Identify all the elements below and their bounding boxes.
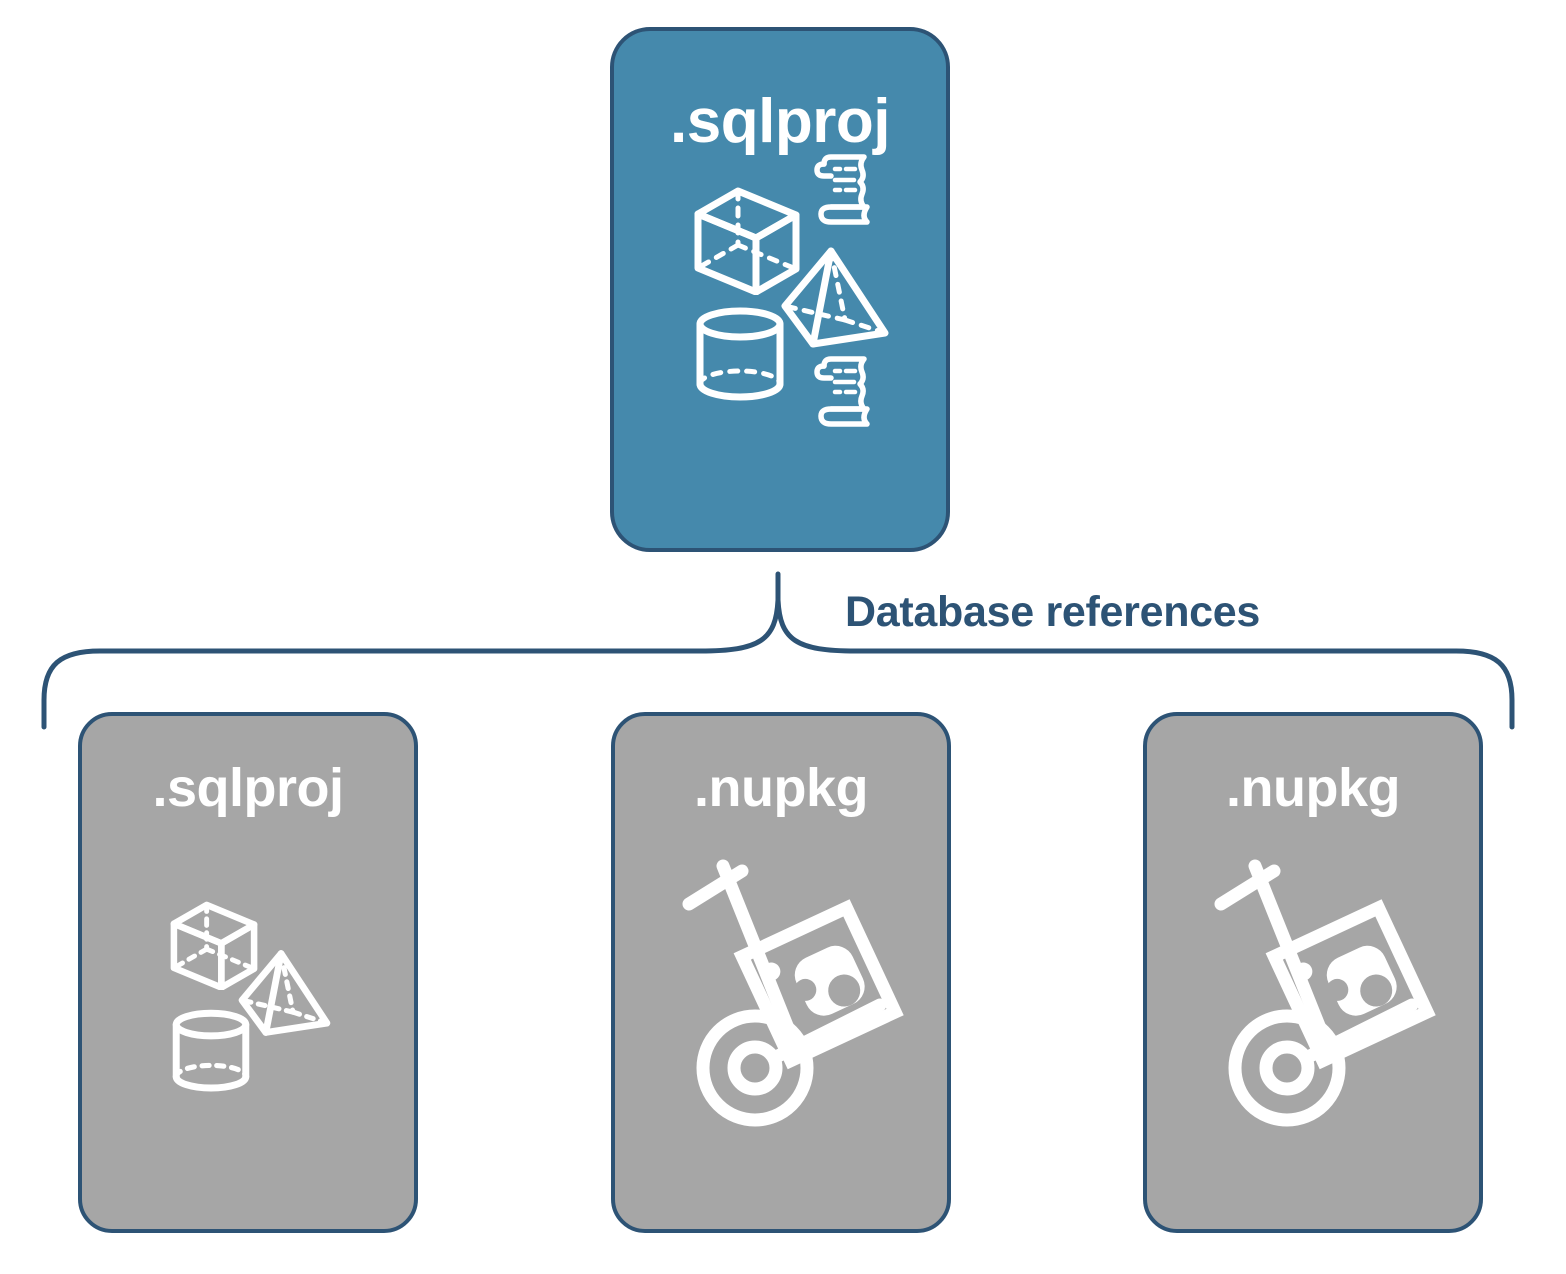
scroll-script-icon (814, 154, 870, 225)
node-reference-nupkg-1[interactable]: .nupkg (611, 712, 951, 1233)
node-reference-nupkg-1-label: .nupkg (694, 758, 868, 818)
node-reference-sqlproj[interactable]: .sqlproj (78, 712, 418, 1233)
node-sqlproj-main-icon-group (614, 153, 946, 548)
cube-wireframe-icon (170, 901, 258, 990)
node-sqlproj-main[interactable]: .sqlproj (610, 27, 950, 552)
cube-wireframe-icon (694, 187, 800, 295)
pyramid-wireframe-icon (781, 247, 889, 348)
database-references-label: Database references (845, 588, 1260, 636)
node-reference-sqlproj-label: .sqlproj (152, 758, 344, 818)
node-reference-nupkg-1-icon-group (615, 815, 947, 1229)
hand-truck-package-icon (682, 859, 904, 1127)
hand-truck-package-icon (1214, 859, 1436, 1127)
scroll-script-icon (814, 356, 870, 427)
pyramid-wireframe-icon (238, 950, 331, 1036)
node-reference-nupkg-2[interactable]: .nupkg (1143, 712, 1483, 1233)
node-sqlproj-main-label: .sqlproj (670, 87, 890, 156)
cylinder-wireframe-icon (696, 307, 784, 401)
node-reference-sqlproj-icon-group (82, 815, 414, 1229)
node-reference-nupkg-2-icon-group (1147, 815, 1479, 1229)
node-reference-nupkg-2-label: .nupkg (1226, 758, 1400, 818)
cylinder-wireframe-icon (172, 1009, 250, 1092)
